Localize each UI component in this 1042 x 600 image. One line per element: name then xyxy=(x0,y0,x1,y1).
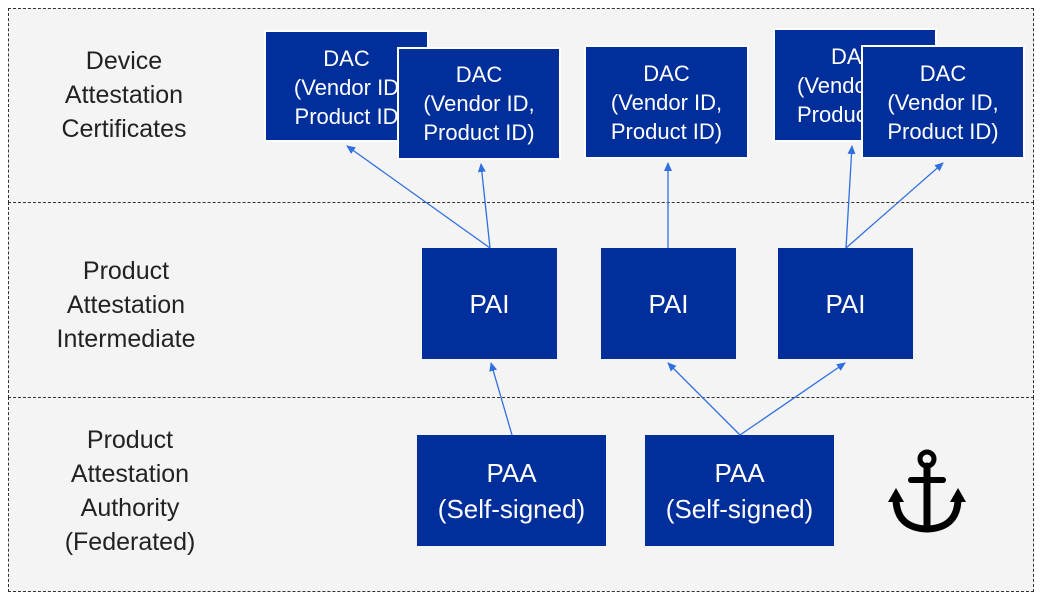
dac-box-line: (Vendo xyxy=(797,73,867,98)
dac-box-line: (Vendor ID, xyxy=(610,89,723,115)
pai-box-1: PAI xyxy=(422,248,557,359)
tier-label-dac: Device Attestation Certificates xyxy=(44,44,204,146)
dac-box-line: DAC xyxy=(455,62,503,87)
tier-label-line: Attestation xyxy=(70,460,190,488)
tier-label-line: Certificates xyxy=(61,115,187,143)
tier-label-line: (Federated) xyxy=(64,528,196,556)
dac-box-line: (Vendor ID, xyxy=(423,91,535,116)
tier-label-pai: Product Attestation Intermediate xyxy=(46,254,206,356)
dac-box-line: DAC xyxy=(643,60,690,86)
tier-label-paa: Product Attestation Authority (Federated… xyxy=(50,423,210,559)
tier-label-line: Product xyxy=(86,426,174,454)
dac-box-line: Produc xyxy=(797,102,867,127)
arrow-pai1-dac1 xyxy=(346,145,491,249)
tier-label-line: Intermediate xyxy=(56,325,196,353)
anchor-icon xyxy=(888,449,966,533)
pai-box-3: PAI xyxy=(778,248,913,359)
tier-label-line: Device xyxy=(85,47,163,75)
paa-box-line: PAA xyxy=(486,457,537,488)
arrow-paa2-pai3 xyxy=(739,362,846,436)
pai-box-label: PAI xyxy=(825,288,866,319)
dac-box-line: DAC xyxy=(323,46,370,71)
dac-box-line: DA xyxy=(831,44,862,69)
dac-box-5: DAC (Vendor ID, Product ID) xyxy=(861,45,1025,159)
dac-box-line: DAC xyxy=(919,60,967,86)
dac-box-line: Product ID) xyxy=(887,118,999,144)
arrow-pai1-dac2 xyxy=(477,163,491,249)
dac-box-line: (Vendor ID xyxy=(293,75,400,100)
arrow-pai3-dac4 xyxy=(845,145,856,249)
paa-box-line: PAA xyxy=(714,457,765,488)
tier-label-line: Product xyxy=(82,257,170,285)
pai-box-label: PAI xyxy=(469,288,510,319)
dac-box-3: DAC (Vendor ID, Product ID) xyxy=(584,45,749,159)
dac-box-line: Product ID) xyxy=(610,118,723,144)
dac-box-2: DAC (Vendor ID, Product ID) xyxy=(397,47,561,160)
arrow-pai3-dac5 xyxy=(845,162,944,249)
paa-box-2: PAA (Self-signed) xyxy=(645,435,834,546)
paa-box-1: PAA (Self-signed) xyxy=(417,435,606,546)
pai-box-2: PAI xyxy=(601,248,736,359)
tier-label-line: Attestation xyxy=(64,81,184,109)
paa-box-line: (Self-signed) xyxy=(437,493,586,524)
tier-label-line: Authority xyxy=(80,494,180,522)
pai-box-label: PAI xyxy=(648,288,689,319)
arrow-paa1-pai1 xyxy=(489,362,513,436)
tier-label-line: Attestation xyxy=(66,291,186,319)
arrow-paa2-pai2 xyxy=(667,362,741,436)
dac-box-line: (Vendor ID, xyxy=(887,89,999,115)
paa-box-line: (Self-signed) xyxy=(665,493,814,524)
dac-box-line: Product ID) xyxy=(423,120,535,145)
dac-box-line: Product ID xyxy=(294,104,399,129)
